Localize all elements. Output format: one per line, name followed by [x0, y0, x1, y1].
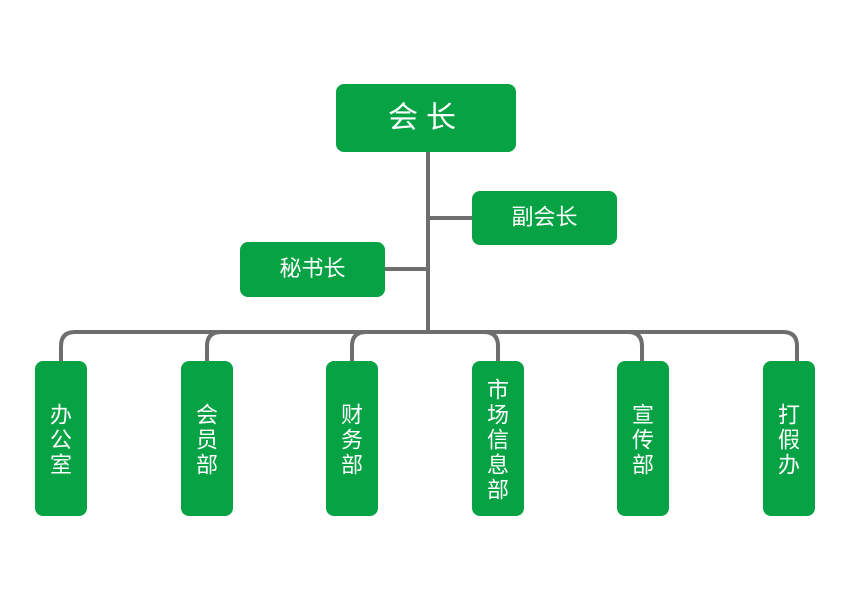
dept-drop-connector-2	[205, 330, 223, 363]
department-label: 宣传部	[632, 403, 654, 478]
vice-president-node: 副会长	[472, 191, 617, 245]
department-node: 会员部	[181, 361, 233, 516]
department-box	[326, 361, 378, 516]
dept-drop-connector-4	[482, 330, 500, 363]
department-box	[181, 361, 233, 516]
department-box	[763, 361, 815, 516]
president-box	[336, 84, 516, 152]
department-label: 市场信息部	[487, 378, 509, 503]
secretary-general-node: 秘书长	[240, 242, 385, 297]
secretary-general-label: 秘书长	[279, 257, 345, 282]
department-node: 宣传部	[617, 361, 669, 516]
department-label: 会员部	[196, 403, 218, 478]
dept-drop-connector-5	[626, 330, 644, 363]
department-label: 财务部	[341, 403, 363, 478]
department-bus-connector	[59, 330, 799, 363]
department-box	[472, 361, 524, 516]
department-nodes: 办公室 会员部 财务部 市场信息部 宣传部 打假办	[35, 361, 815, 516]
president-node: 会长	[336, 84, 516, 152]
department-box	[35, 361, 87, 516]
department-node: 财务部	[326, 361, 378, 516]
dept-drop-connector-3	[350, 330, 368, 363]
connectors	[59, 150, 799, 363]
secretary-general-box	[240, 242, 385, 297]
department-node: 办公室	[35, 361, 87, 516]
vice-president-box	[472, 191, 617, 245]
president-label: 会长	[388, 101, 464, 136]
department-box	[617, 361, 669, 516]
department-label: 打假办	[778, 403, 800, 478]
vice-president-label: 副会长	[511, 206, 577, 231]
department-label: 办公室	[50, 403, 72, 478]
department-node: 打假办	[763, 361, 815, 516]
department-node: 市场信息部	[472, 361, 524, 516]
